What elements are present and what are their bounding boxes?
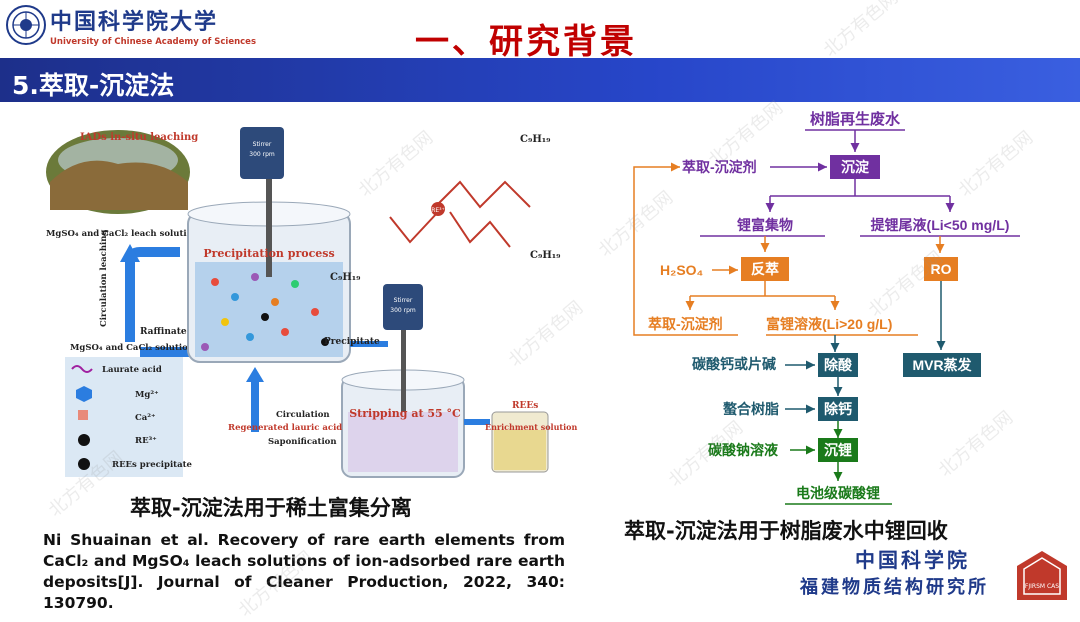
legend-re: RE³⁺ [135,436,157,446]
flow-li-rich-sol: 富锂溶液(Li>20 g/L) [766,316,892,332]
label-re-ion: RE³⁺ [431,207,445,214]
flow-h2so4: H₂SO₄ [660,262,703,278]
flow-chelate: 螯合树脂 [722,401,779,417]
fjirsm-logo-text: FJIRSM CAS [1025,583,1059,590]
label-rees: REEs [512,401,538,411]
flow-remove-acid-box [818,353,858,377]
watermark: 北方有色网 [819,0,903,62]
lauric-molecule [389,180,531,248]
flow-ro-box [924,257,958,281]
legend: Laurate acid Mg²⁺ Ca²⁺ RE³⁺ REEs precipi… [65,357,193,477]
citation: Ni Shuainan et al. Recovery of rare eart… [43,531,565,612]
legend-ca: Ca²⁺ [135,413,155,423]
institute-name-line1: 中国科学院 [855,548,970,572]
flow-precip-box [830,155,880,179]
flow-precip: 沉淀 [841,159,870,175]
flow-precip-li-box [818,438,858,462]
stirrer-1 [240,127,284,179]
flow-carbonate: 碳酸钙或片碱 [692,356,776,372]
label-rpm-2: 300 rpm [390,307,416,314]
flow-mvr: MVR蒸发 [912,357,972,373]
particles [201,273,329,351]
caption-left: 萃取-沉淀法用于稀土富集分离 [130,496,412,520]
label-regenerated: Regenerated lauric acid [228,423,342,433]
flow-resin-waste: 树脂再生废水 [810,110,901,128]
flow-li-rich: 锂富集物 [737,217,793,233]
ree-precipitation-figure: IADs in-situ leaching MgSO₄ and CaCl₂ le… [46,127,577,478]
flow-extractant-2: 萃取-沉淀剂 [648,316,723,332]
label-leach-solutions-2: MgSO₄ and CaCl₂ solutions [70,343,199,353]
flow-back-extract-box [741,257,789,281]
flow-precip-li: 沉锂 [824,442,852,458]
flow-na2co3: 碳酸钠溶液 [708,442,779,458]
label-precipitate: Precipitate [324,337,380,347]
flow-remove-ca-box [818,397,858,421]
flow-remove-ca: 除钙 [824,401,852,417]
ree-ion [431,202,445,216]
caption-right: 萃取-沉淀法用于树脂废水中锂回收 [624,519,948,543]
logo-english-name: University of Chinese Academy of Science… [50,37,257,47]
legend-ree-precip: REEs precipitate [112,460,193,470]
flow-extractant: 萃取-沉淀剂 [682,159,757,175]
section-bar [0,58,1080,102]
flow-ro: RO [931,261,952,277]
flow-remove-acid: 除酸 [824,357,853,373]
legend-mg: Mg²⁺ [135,390,159,400]
label-stirrer-2: Stirrer [394,297,413,304]
flow-mvr-box [903,353,981,377]
section-title: 5.萃取-沉淀法 [12,71,175,100]
label-c9h19-3: C₉H₁₉ [330,272,361,283]
legend-laurate: Laurate acid [102,365,162,375]
fjirsm-logo-icon: FJIRSM CAS [1017,551,1067,600]
label-circulation-leaching: Circulation leaching [99,230,109,327]
ucas-emblem-icon [6,5,46,45]
label-enrichment: Enrichment solution [485,422,577,432]
flow-back-extract: 反萃 [751,261,779,277]
label-stirrer-1: Stirrer [253,141,272,148]
lithium-flowchart: 树脂再生废水 萃取-沉淀剂 沉淀 锂富集物 提锂尾液(Li<50 mg/L) H… [633,110,1020,505]
stirrer-2 [383,284,423,330]
label-c9h19-2: C₉H₁₉ [530,250,561,261]
logo-chinese-name: 中国科学院大学 [50,9,219,35]
flow-battery: 电池级碳酸锂 [796,485,880,501]
label-iads: IADs in-situ leaching [80,132,198,143]
label-rpm-1: 300 rpm [249,151,275,158]
label-stripping: Stripping at 55 °C [349,407,461,420]
label-saponification: Saponification [268,437,337,447]
flow-tail: 提锂尾液(Li<50 mg/L) [871,217,1010,233]
label-circulation: Circulation [276,410,330,420]
institute-name-line2: 福建物质结构研究所 [800,577,989,598]
label-raffinate: Raffinate [140,327,187,337]
label-precipitation-process: Precipitation process [203,247,334,260]
label-leach: MgSO₄ and CaCl₂ leach solutions [46,229,203,239]
label-c9h19-1: C₉H₁₉ [520,134,551,145]
page-title: 一、研究背景 [415,22,637,62]
